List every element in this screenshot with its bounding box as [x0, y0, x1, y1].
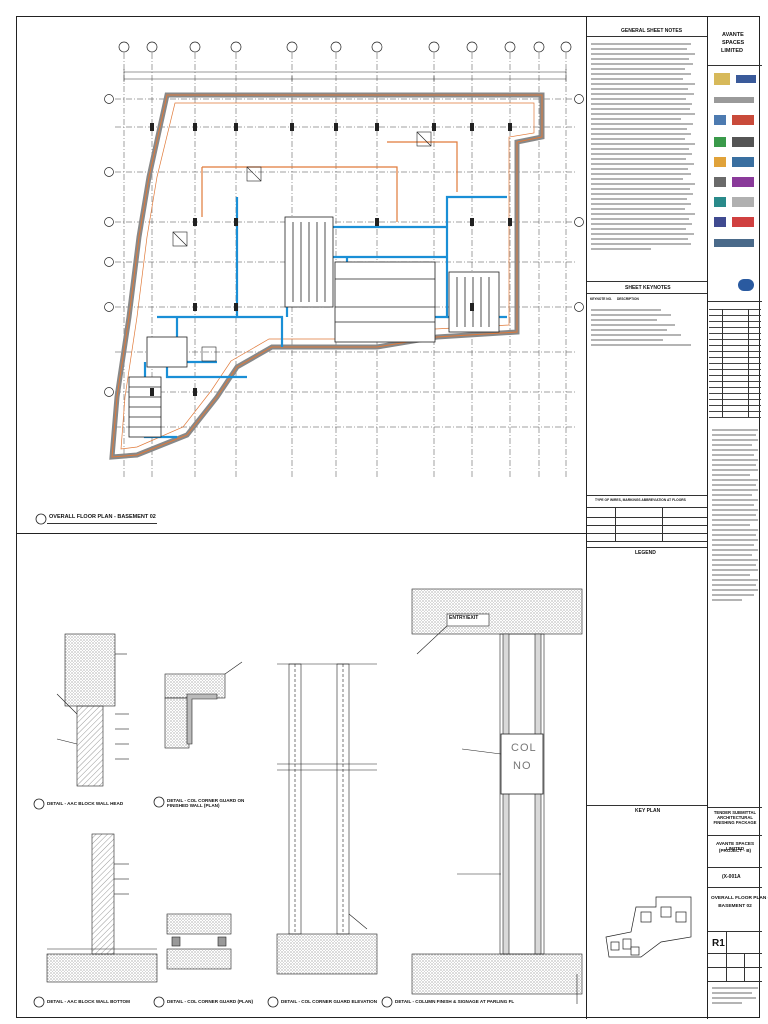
core-left [128, 336, 188, 438]
details-area [33, 588, 583, 1008]
equipment [172, 131, 432, 362]
title-underline [47, 523, 157, 524]
detail-title-2: DETAIL - COL CORNER GUARD ON FINISHED WA… [167, 798, 245, 808]
detail-title-5: DETAIL - COL CORNER GUARD ELEVATION [281, 999, 378, 1004]
detail-title-bubbles [33, 796, 393, 1008]
detail-corner-guard-plan [166, 913, 232, 970]
consultant-logo [732, 197, 754, 207]
consultant-logo [732, 177, 754, 187]
detail-corner-guard-elevation [276, 663, 378, 975]
drawing-sheet: OVERALL FLOOR PLAN - BASEMENT 02 [16, 16, 768, 1019]
legend-title: LEGEND [635, 550, 656, 556]
consultant-logo [714, 177, 726, 187]
dimension-string [123, 69, 567, 82]
key-plan-diagram [605, 896, 692, 958]
schedule-title: TYPE OF WIRES, MARKINGS ABBREVIATION AT … [595, 498, 686, 502]
consultant-logo [714, 217, 726, 227]
client-name-1: AVANTE [722, 32, 744, 38]
floor-plan-basement-02 [35, 41, 584, 525]
project-name: AVANTE SPACES LIMITED [715, 841, 755, 851]
main-plan-title: OVERALL FLOOR PLAN - BASEMENT 02 [49, 514, 156, 520]
notes-panel: GENERAL SHEET NOTES SHEET KEYNOTES KEYNO… [586, 17, 708, 1019]
consultant-logo [714, 239, 754, 247]
orange-services [201, 141, 458, 222]
drawing-title-line-2: BASEMENT 02 [718, 904, 752, 909]
consultant-logo [732, 115, 754, 125]
core-center [284, 216, 436, 343]
grid-bubbles-left [104, 94, 114, 397]
consultant-logo [732, 157, 754, 167]
consultant-logo [738, 279, 754, 291]
plan-detail-separator [17, 533, 586, 534]
consultant-logo [714, 115, 726, 125]
consultant-logo [732, 217, 754, 227]
client-name-2: SPACES [722, 40, 745, 46]
detail-title-4: DETAIL - COL CORNER GUARD (PLAN) [167, 999, 254, 1004]
detail-aac-head [56, 633, 129, 787]
sheet-keynotes-title: SHEET KEYNOTES [625, 285, 671, 291]
detail-title-1: DETAIL - AAC BLOCK WALL HEAD [47, 801, 124, 806]
key-plan-title: KEY PLAN [635, 808, 661, 814]
entry-exit-sign: ENTRY/EXIT [449, 615, 479, 621]
project-sub: (PROJECT - B) [718, 848, 752, 853]
consultant-logo [736, 75, 756, 83]
revision-number: R1 [712, 938, 725, 949]
client-name-3: LIMITED [721, 48, 743, 54]
consultant-logo [714, 97, 754, 103]
col-sign-line-2: NO [513, 760, 532, 772]
columns [150, 123, 512, 396]
consultant-logo [714, 197, 726, 207]
drawing-title-line-1: OVERALL FLOOR PLAN - [711, 896, 768, 901]
grid-bubbles-right [574, 94, 584, 312]
keynote-ref-header: KEYNOTE NO. [590, 297, 612, 301]
sheet-number: (X-001A [722, 874, 741, 880]
consultant-logo [714, 137, 726, 147]
consultant-logo [714, 157, 726, 167]
detail-title-6: DETAIL - COLUMN FINISH & SIGNAGE AT PARL… [395, 999, 515, 1004]
detail-corner-guard-finished [164, 661, 243, 749]
finish-line-orange [111, 94, 543, 458]
detail-aac-bottom [46, 833, 158, 983]
keynote-desc-header: DESCRIPTION [617, 297, 639, 301]
title-block: AVANTE SPACES LIMITED [707, 17, 768, 1019]
col-sign-line-1: COL [511, 742, 537, 754]
general-notes-title: GENERAL SHEET NOTES [621, 28, 683, 34]
detail-column-signage [411, 588, 583, 995]
detail-title-3: DETAIL - AAC BLOCK WALL BOTTOM [47, 999, 130, 1004]
core-right [448, 271, 500, 333]
consultant-logo [714, 73, 730, 85]
grid-bubbles-top [118, 41, 572, 53]
package-title: TENDER SUBMITTAL ARCHITECTURAL FINISHING… [713, 810, 757, 825]
consultant-logo [732, 137, 754, 147]
